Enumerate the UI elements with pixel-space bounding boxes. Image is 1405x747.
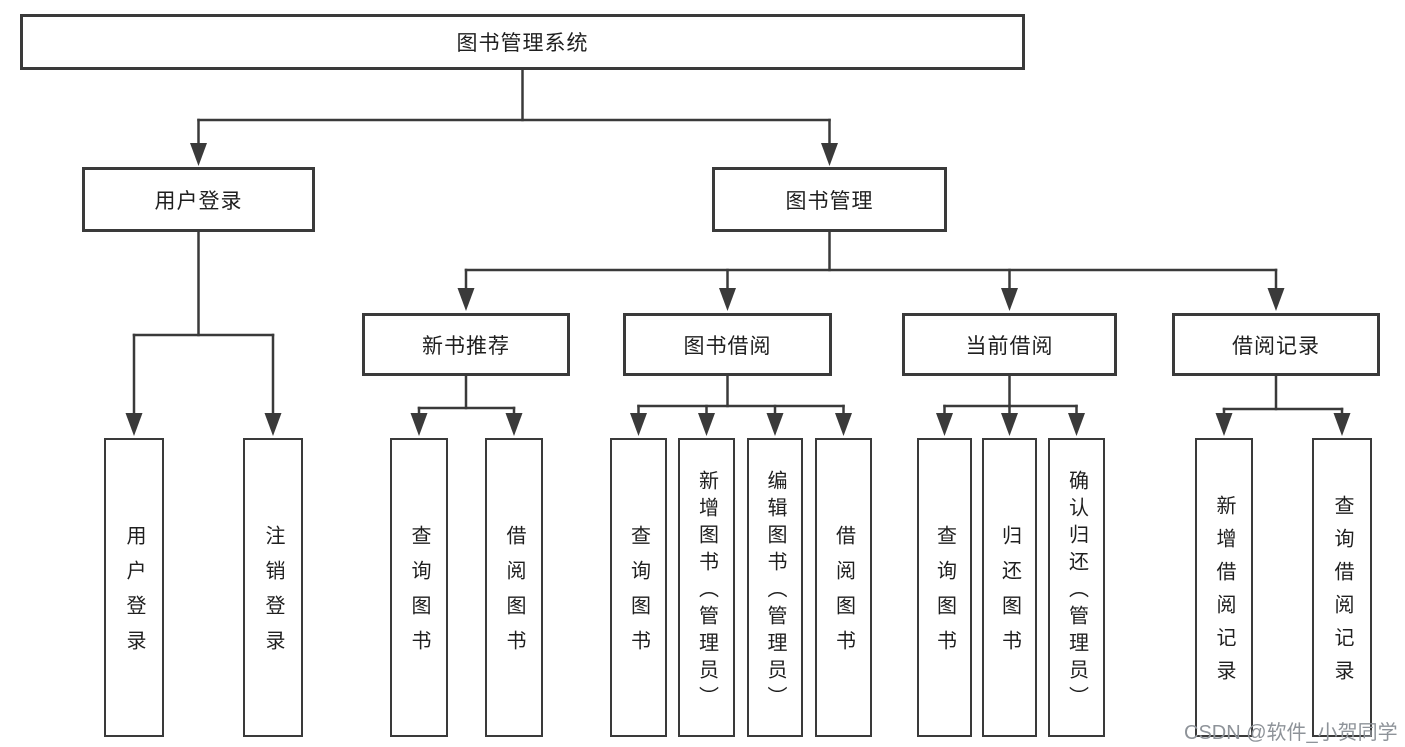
leaf-records-add-record-label: 新增借阅记录 xyxy=(1213,495,1235,693)
leaf-borrow-query-books: 查询图书 xyxy=(610,438,667,737)
node-borrow-records-label: 借阅记录 xyxy=(1232,334,1320,358)
node-book-borrow: 图书借阅 xyxy=(623,313,832,376)
node-root: 图书管理系统 xyxy=(20,14,1025,70)
leaf-borrow-add-books-admin: 新增图书（管理员） xyxy=(678,438,735,737)
leaf-borrow-edit-books-admin-label: 编辑图书（管理员） xyxy=(764,469,786,713)
leaf-records-query-record: 查询借阅记录 xyxy=(1312,438,1372,737)
node-current-borrow-label: 当前借阅 xyxy=(965,334,1054,358)
leaf-borrow-query-books-label: 查询图书 xyxy=(627,525,650,665)
leaf-current-confirm-return-admin-label: 确认归还（管理员） xyxy=(1065,469,1088,713)
watermark: CSDN @软件_小贺同学 xyxy=(1184,722,1398,744)
leaf-recommend-borrow-books: 借阅图书 xyxy=(485,438,543,737)
node-book-management: 图书管理 xyxy=(712,167,947,232)
node-current-borrow: 当前借阅 xyxy=(902,313,1117,376)
leaf-borrow-borrow-books: 借阅图书 xyxy=(815,438,872,737)
node-new-book-recommend: 新书推荐 xyxy=(362,313,570,376)
leaf-recommend-borrow-books-label: 借阅图书 xyxy=(503,525,525,665)
node-new-book-recommend-label: 新书推荐 xyxy=(422,334,510,358)
leaf-recommend-query-books: 查询图书 xyxy=(390,438,448,737)
leaf-current-return-books: 归还图书 xyxy=(982,438,1037,737)
leaf-current-confirm-return-admin: 确认归还（管理员） xyxy=(1048,438,1105,737)
leaf-borrow-borrow-books-label: 借阅图书 xyxy=(832,525,855,665)
leaf-logout-label: 注销登录 xyxy=(262,525,284,665)
node-book-borrow-label: 图书借阅 xyxy=(683,334,772,358)
leaf-recommend-query-books-label: 查询图书 xyxy=(408,525,430,665)
node-book-management-label: 图书管理 xyxy=(785,189,874,213)
leaf-borrow-add-books-admin-label: 新增图书（管理员） xyxy=(695,469,718,713)
leaf-records-add-record: 新增借阅记录 xyxy=(1195,438,1253,737)
node-user-login: 用户登录 xyxy=(82,167,315,232)
leaf-user-login: 用户登录 xyxy=(104,438,164,737)
node-root-label: 图书管理系统 xyxy=(456,32,589,55)
leaf-user-login-label: 用户登录 xyxy=(123,525,145,665)
leaf-current-query-books: 查询图书 xyxy=(917,438,972,737)
node-user-login-label: 用户登录 xyxy=(154,189,243,213)
leaf-logout: 注销登录 xyxy=(243,438,303,737)
node-borrow-records: 借阅记录 xyxy=(1172,313,1380,376)
leaf-records-query-record-label: 查询借阅记录 xyxy=(1331,495,1353,693)
leaf-current-query-books-label: 查询图书 xyxy=(933,525,956,665)
leaf-borrow-edit-books-admin: 编辑图书（管理员） xyxy=(747,438,803,737)
leaf-current-return-books-label: 归还图书 xyxy=(998,525,1021,665)
